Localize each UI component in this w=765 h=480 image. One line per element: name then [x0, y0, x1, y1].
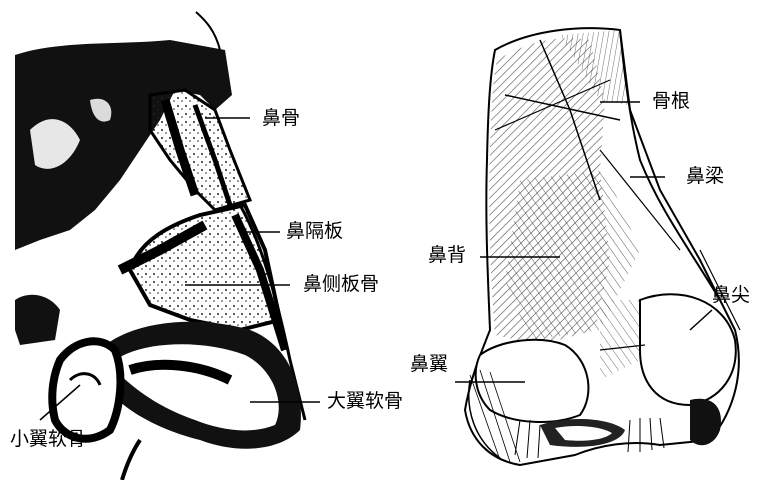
- label-minor-alar-cartilage: 小翼软骨: [10, 430, 86, 449]
- minor-alar-cartilage-shape: [52, 341, 120, 438]
- label-bone-root: 骨根: [652, 92, 690, 111]
- label-lateral-cartilage: 鼻侧板骨: [303, 275, 379, 294]
- label-ala: 鼻翼: [410, 355, 448, 374]
- label-nasal-bone: 鼻骨: [262, 109, 300, 128]
- label-septum: 鼻隔板: [286, 222, 343, 241]
- left-anatomy-drawing: [15, 12, 320, 480]
- label-tip: 鼻尖: [712, 286, 750, 305]
- right-anatomy-drawing: [455, 28, 740, 465]
- label-dorsum: 鼻背: [428, 246, 466, 265]
- label-bridge: 鼻梁: [686, 167, 724, 186]
- label-major-alar-cartilage: 大翼软骨: [327, 392, 403, 411]
